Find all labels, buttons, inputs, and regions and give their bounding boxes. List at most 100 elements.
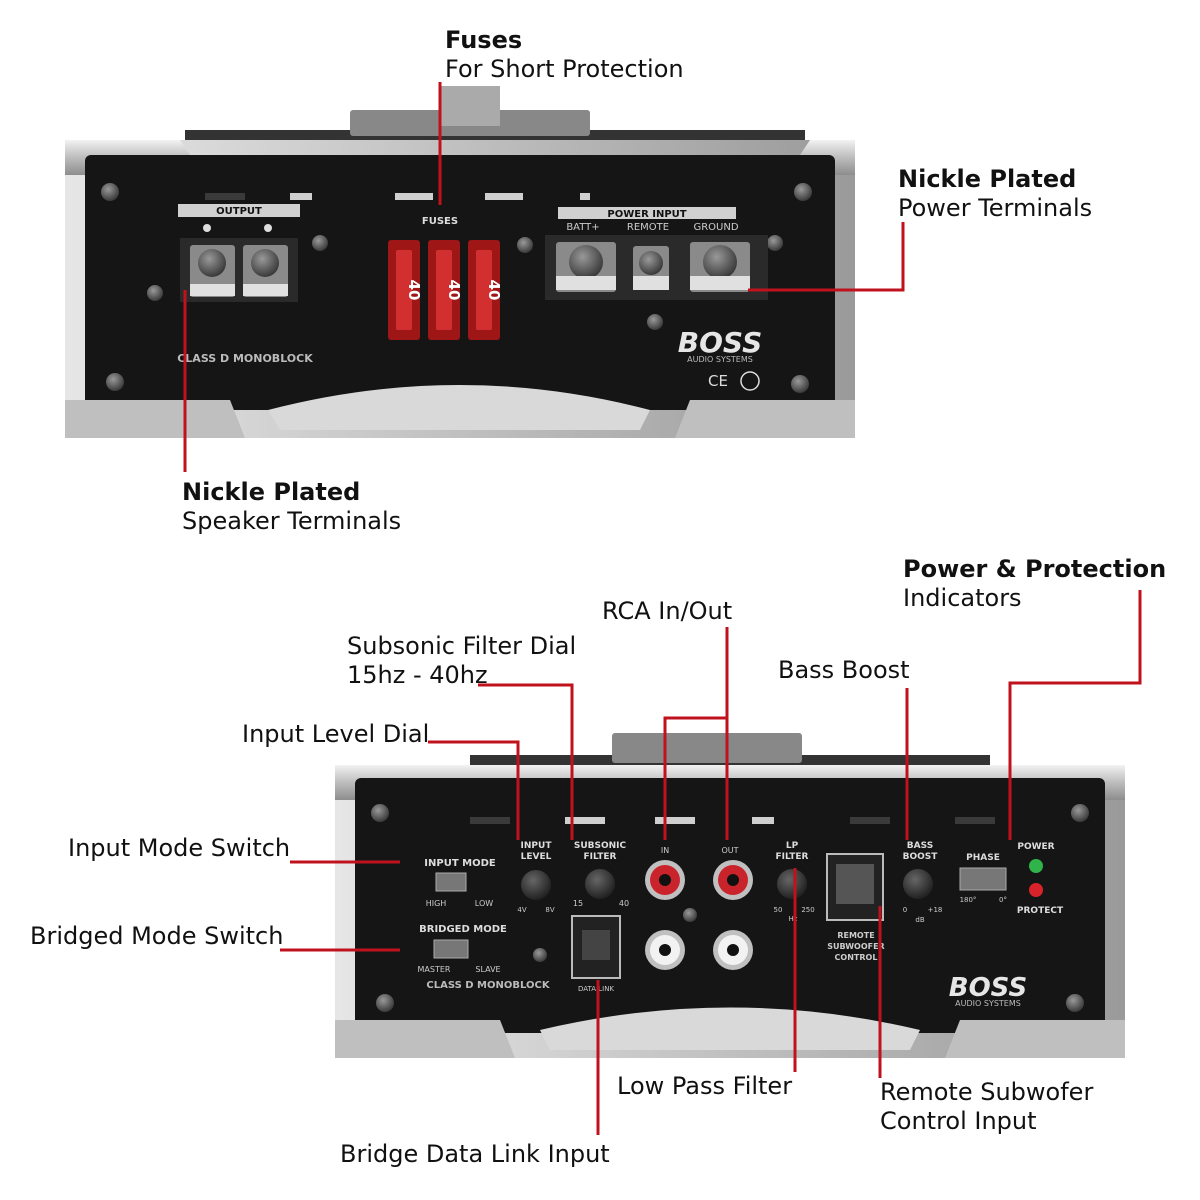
svg-text:40: 40 [445, 280, 463, 301]
rca-in-red[interactable] [645, 860, 685, 900]
lp-label-1: LP [786, 841, 799, 851]
callout-fuses: Fuses For Short Protection [445, 26, 684, 84]
input-level-max: 8V [545, 906, 554, 914]
data-link-label: DATA LINK [578, 985, 614, 993]
fuse-icon: 40 [428, 240, 463, 340]
callout-rca-title: RCA In/Out [602, 597, 733, 625]
bridged-master: MASTER [418, 965, 451, 974]
callout-bridge-data-title: Bridge Data Link Input [340, 1140, 610, 1168]
screw-icon [312, 235, 328, 251]
input-level-label-2: LEVEL [521, 852, 552, 862]
leader-lines [183, 82, 1142, 1135]
rca-in-label: IN [661, 846, 669, 855]
subsonic-dial[interactable] [585, 869, 615, 899]
bass-boost-label-2: BOOST [903, 852, 939, 862]
remote-label-1: REMOTE [837, 931, 874, 940]
screw-icon [1066, 994, 1084, 1012]
screw-icon [791, 375, 809, 393]
bottom-brand-logo: BOSS [949, 973, 1027, 1003]
speaker-terminal-icon [198, 249, 226, 277]
screw-icon [147, 285, 163, 301]
bass-boost-dial[interactable] [903, 869, 933, 899]
power-terminal-icon [569, 245, 603, 279]
screw-icon [101, 183, 119, 201]
phase-label: PHASE [966, 853, 1000, 863]
input-mode-switch[interactable] [435, 872, 467, 892]
power-led-label: POWER [1017, 842, 1054, 852]
callout-power-terminals-sub: Power Terminals [898, 194, 1093, 222]
callout-subsonic-title: Subsonic Filter Dial [347, 632, 577, 660]
bottom-model-label: CLASS D MONOBLOCK [426, 980, 550, 991]
phase-180: 180° [960, 896, 977, 904]
callout-bridged-mode-title: Bridged Mode Switch [30, 922, 284, 950]
rca-out-label: OUT [721, 846, 738, 855]
protect-led-label: PROTECT [1017, 906, 1064, 916]
svg-text:40: 40 [405, 280, 423, 301]
lp-filter-dial[interactable] [777, 869, 807, 899]
callout-low-pass: Low Pass Filter [617, 1072, 792, 1101]
callout-speaker-terminals: Nickle Plated Speaker Terminals [182, 478, 401, 536]
screw-icon [106, 373, 124, 391]
callout-power-terminals-title: Nickle Plated [898, 165, 1077, 193]
callout-remote-sub: Remote Subwofer Control Input [880, 1078, 1093, 1136]
bass-max: +18 [928, 906, 943, 914]
bass-min: 0 [903, 906, 907, 914]
cert-icon [740, 371, 760, 391]
callout-low-pass-title: Low Pass Filter [617, 1072, 793, 1100]
callout-power-protection-title: Power & Protection [903, 555, 1167, 583]
speaker-terminal-icon [251, 249, 279, 277]
callout-input-mode-title: Input Mode Switch [68, 834, 291, 862]
input-mode-high: HIGH [426, 899, 447, 908]
screw-icon [517, 237, 533, 253]
callout-remote-sub-title: Remote Subwofer [880, 1078, 1094, 1106]
power-terminal-icon [639, 251, 663, 275]
callout-remote-sub-sub: Control Input [880, 1107, 1037, 1135]
power-terminal-icon [703, 245, 737, 279]
callout-input-mode: Input Mode Switch [68, 834, 290, 863]
bass-unit: dB [915, 916, 924, 924]
screw-icon [683, 908, 697, 922]
top-brand-logo: BOSS [678, 326, 762, 359]
bottom-amplifier: INPUT MODE HIGH LOW BRIDGED MODE MASTER … [335, 733, 1125, 1058]
screw-icon [376, 994, 394, 1012]
callout-fuses-title: Fuses [445, 26, 523, 54]
callout-bass-boost-title: Bass Boost [778, 656, 910, 684]
fuse-icon: 40 [388, 240, 423, 340]
callout-bridged-mode: Bridged Mode Switch [30, 922, 283, 951]
bridged-slave: SLAVE [475, 965, 500, 974]
callout-rca: RCA In/Out [602, 597, 732, 626]
lp-unit: Hz [789, 915, 798, 923]
rca-in-white[interactable] [645, 930, 685, 970]
bottom-front-panel [355, 778, 1105, 1033]
terminal-label-batt: BATT+ [566, 222, 599, 233]
callout-power-protection: Power & Protection Indicators [903, 555, 1166, 613]
callout-input-level-title: Input Level Dial [242, 720, 430, 748]
bridged-mode-label: BRIDGED MODE [419, 924, 507, 935]
phase-0: 0° [999, 896, 1007, 904]
input-level-dial[interactable] [521, 870, 551, 900]
fuse-icon: 40 [468, 240, 503, 340]
remote-label-2: SUBWOOFER [827, 942, 884, 951]
terminal-label-ground: GROUND [693, 222, 738, 233]
screw-icon [1071, 804, 1089, 822]
screw-icon [533, 948, 547, 962]
callout-power-protection-sub: Indicators [903, 584, 1022, 612]
rca-out-red[interactable] [713, 860, 753, 900]
protect-led-icon [1029, 883, 1043, 897]
screw-icon [647, 314, 663, 330]
terminal-label-remote: REMOTE [627, 222, 669, 233]
screw-icon [794, 183, 812, 201]
callout-speaker-terminals-sub: Speaker Terminals [182, 507, 402, 535]
bottom-brand-sub: AUDIO SYSTEMS [955, 999, 1021, 1008]
screw-icon [767, 235, 783, 251]
phase-switch[interactable] [959, 867, 1007, 891]
subsonic-max: 40 [619, 899, 629, 908]
input-mode-label: INPUT MODE [424, 858, 496, 869]
callout-speaker-terminals-title: Nickle Plated [182, 478, 361, 506]
bass-boost-label-1: BASS [907, 841, 933, 851]
bridged-mode-switch[interactable] [433, 939, 469, 959]
callout-bridge-data: Bridge Data Link Input [340, 1140, 610, 1169]
rca-out-white[interactable] [713, 930, 753, 970]
power-led-icon [1029, 859, 1043, 873]
